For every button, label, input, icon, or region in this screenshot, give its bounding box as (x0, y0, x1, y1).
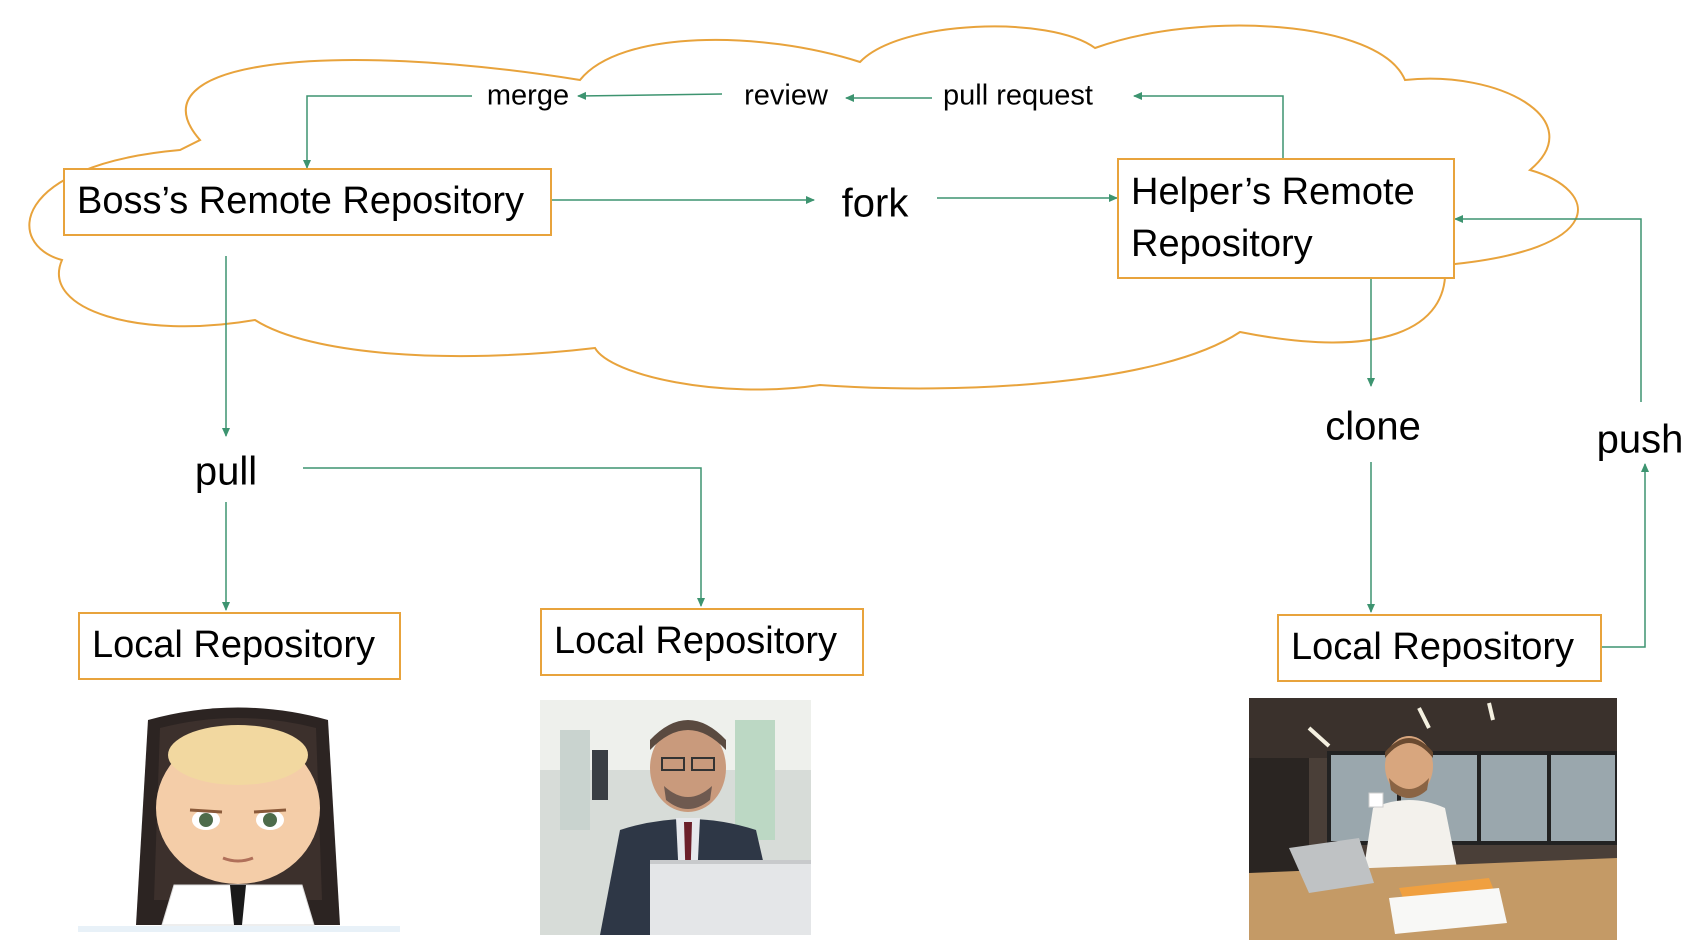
middle-local-repository-label: Local Repository (554, 620, 838, 662)
clone-label: clone (1325, 404, 1421, 450)
boss-remote-repository-box: Boss’s Remote Repository (63, 168, 552, 236)
pull-label: pull (194, 449, 258, 495)
middle-local-repository-box: Local Repository (540, 608, 864, 676)
boss-baby-photo (78, 700, 400, 938)
cloud-shape (28, 24, 1579, 391)
arrow-local-helper-to-push (1594, 463, 1649, 648)
boss-local-repository-box: Local Repository (78, 612, 401, 680)
arrow-helper-to-pull-request (1133, 92, 1284, 158)
merge-label: merge (486, 79, 570, 113)
arrow-push-to-helper (1454, 215, 1642, 402)
review-label: review (744, 79, 828, 113)
fork-label: fork (841, 181, 909, 227)
push-label: push (1596, 417, 1684, 463)
arrow-review-to-merge (577, 91, 723, 100)
businessman-laptop-photo (540, 700, 811, 935)
boss-local-repository-label: Local Repository (92, 624, 376, 666)
boss-remote-repository-label: Boss’s Remote Repository (77, 180, 525, 222)
arrow-pull-to-local-middle (303, 467, 705, 607)
helper-local-repository-label: Local Repository (1291, 626, 1575, 668)
helper-local-repository-box: Local Repository (1277, 614, 1602, 682)
helper-remote-repository-box: Helper’s Remote Repository (1117, 158, 1455, 279)
pull-request-label: pull request (943, 79, 1093, 113)
smiling-man-coffee-photo (1249, 698, 1617, 940)
helper-remote-repository-label: Helper’s Remote Repository (1131, 171, 1415, 265)
arrow-merge-to-boss (303, 95, 472, 169)
